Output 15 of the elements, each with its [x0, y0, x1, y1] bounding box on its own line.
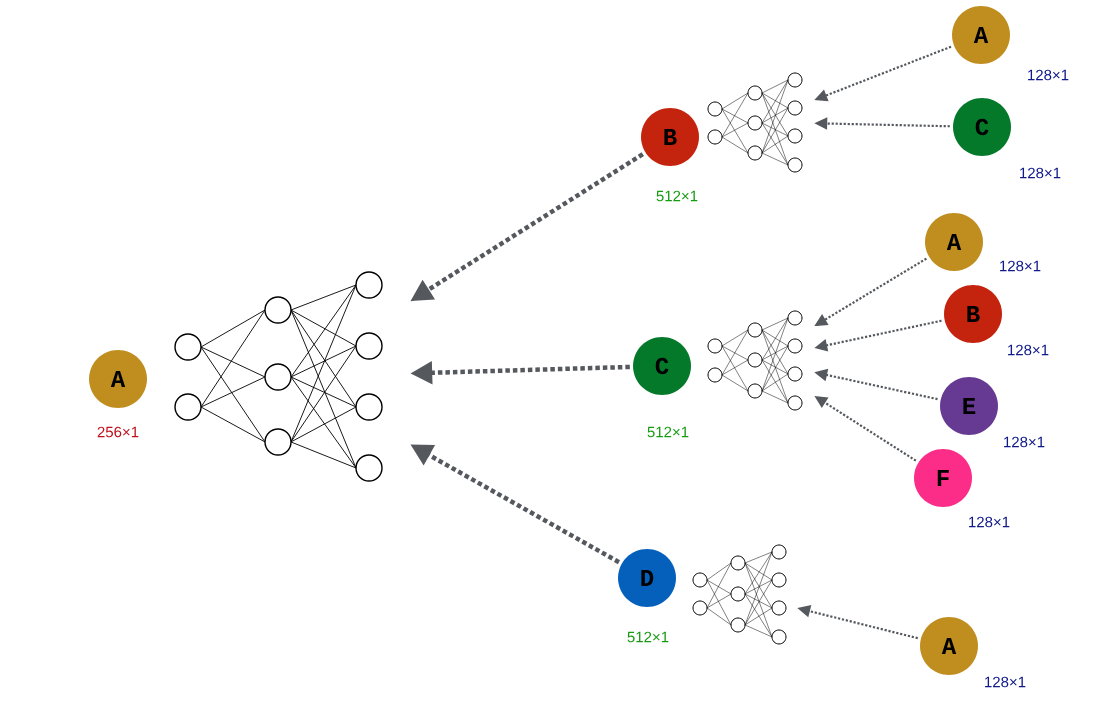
neural-network-drawing	[707, 72, 803, 173]
size-label: 128×1	[969, 516, 1010, 528]
size-label: 512×1	[627, 631, 669, 643]
size-label: 128×1	[985, 676, 1026, 688]
size-label: 512×1	[647, 426, 689, 438]
neural-network-drawing	[174, 271, 383, 482]
size-label: 128×1	[1000, 260, 1041, 272]
size-label: 128×1	[1020, 167, 1061, 179]
size-label: 128×1	[1028, 69, 1069, 81]
size-label: 128×1	[1004, 436, 1045, 448]
size-label: 128×1	[1008, 344, 1049, 356]
size-label: 512×1	[656, 190, 698, 202]
size-label: 256×1	[97, 426, 139, 438]
neural-network-drawing	[692, 544, 787, 645]
neural-network-drawing	[707, 310, 803, 411]
